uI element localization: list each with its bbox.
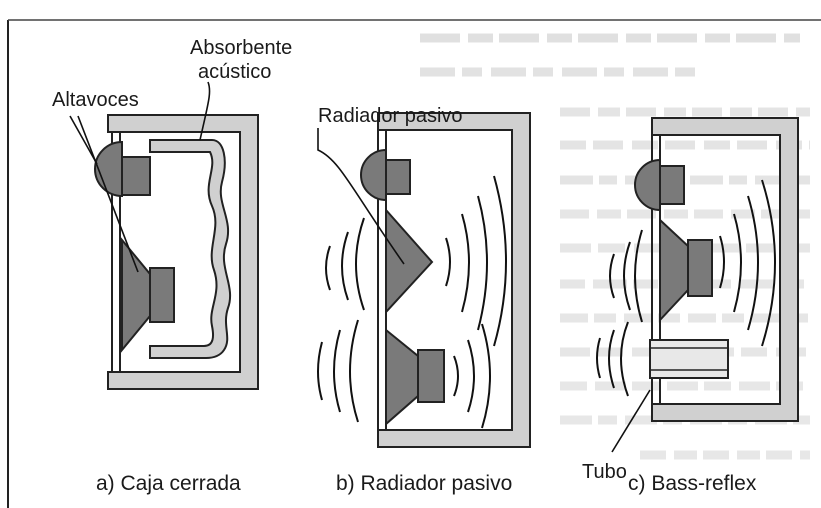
caption-b: b) Radiador pasivo [336, 472, 512, 495]
label-absorbente-line1: Absorbente [190, 37, 292, 59]
tweeter-c [634, 158, 685, 212]
caption-c: c) Bass-reflex [628, 472, 757, 495]
label-radiador-pasivo: Radiador pasivo [318, 105, 463, 127]
closed-box-enclosure [94, 114, 259, 390]
acoustic-absorber [149, 139, 232, 359]
closed-box-wall [107, 114, 259, 390]
sound-waves-c [596, 179, 776, 397]
caption-a: a) Caja cerrada [96, 472, 241, 495]
figure-frame [7, 19, 821, 508]
label-altavoces: Altavoces [52, 89, 139, 111]
passive-radiator-cone [385, 207, 434, 315]
bass-reflex-enclosure [596, 117, 799, 422]
sound-waves-b [317, 175, 507, 429]
passive-radiator-enclosure [317, 112, 531, 448]
background-bleed-text [420, 33, 810, 460]
leader-lines [69, 81, 651, 453]
woofer-a [121, 237, 175, 353]
label-tubo: Tubo [582, 461, 627, 483]
tweeter-b [360, 148, 411, 202]
label-absorbente-line2: acústico [198, 61, 271, 83]
woofer-c [659, 217, 713, 323]
tweeter-a [94, 140, 151, 198]
woofer-b [385, 327, 445, 427]
reflex-port-tube [649, 339, 729, 379]
